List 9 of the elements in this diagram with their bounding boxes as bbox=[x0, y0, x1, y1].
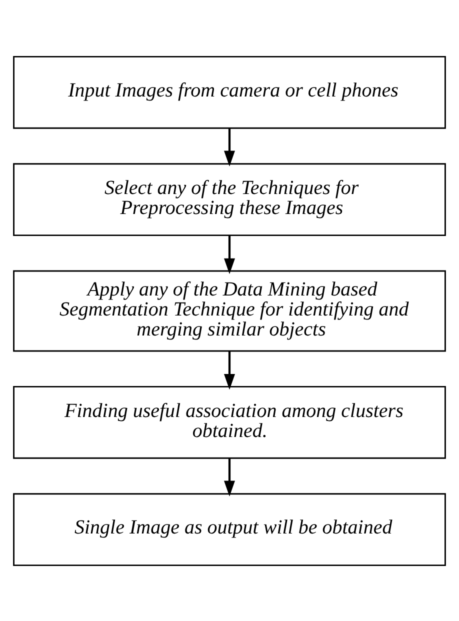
arrow bbox=[224, 128, 236, 166]
arrow bbox=[224, 234, 236, 274]
node-box: Select any of the Techniques for Preprocessing these Images bbox=[13, 162, 446, 236]
node-box: Finding useful association among clusters obtained. bbox=[13, 386, 446, 458]
node-box: Single Image as output will be obtained bbox=[13, 492, 446, 566]
arrow bbox=[224, 350, 236, 390]
node-box: Input Images from camera or cell phones bbox=[13, 56, 446, 128]
node-box: Apply any of the Data Mining based Segmentation Technique for identifying and merging similar objects bbox=[13, 270, 446, 352]
arrow bbox=[224, 458, 236, 496]
